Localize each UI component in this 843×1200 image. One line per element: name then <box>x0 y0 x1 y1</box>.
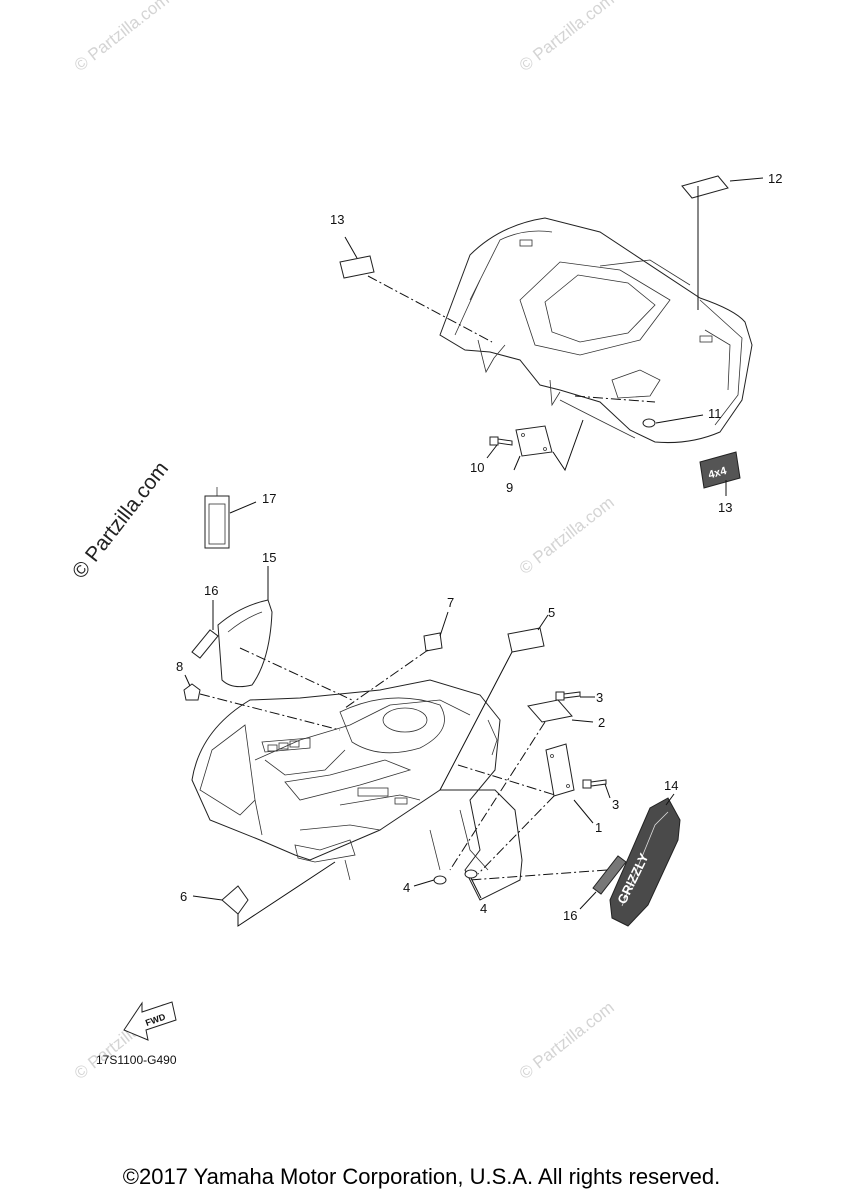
copyright-notice: ©2017 Yamaha Motor Corporation, U.S.A. A… <box>122 1164 721 1189</box>
part-12-label <box>681 175 729 199</box>
part-11-washer <box>642 418 656 428</box>
callout-3-lower: 3 <box>612 797 619 812</box>
part-4-washer-left <box>433 875 447 885</box>
watermark: © Partzilla.com <box>516 998 618 1084</box>
watermark-main: © Partzilla.com <box>68 457 173 583</box>
callout-4-left: 4 <box>403 880 410 895</box>
callout-11: 11 <box>708 406 722 421</box>
part-6-label <box>221 885 249 915</box>
callout-7: 7 <box>447 595 454 610</box>
callout-17: 17 <box>262 491 276 506</box>
callout-3-upper: 3 <box>596 690 603 705</box>
part-7-label <box>423 632 443 652</box>
callout-13-upper: 13 <box>330 212 344 227</box>
badge-text: 4x4 <box>707 465 729 482</box>
callout-16-lower: 16 <box>563 908 577 923</box>
part-16-strip-lower <box>592 855 627 895</box>
callout-1: 1 <box>595 820 602 835</box>
callout-10: 10 <box>470 460 484 475</box>
callout-15: 15 <box>262 550 276 565</box>
part-2-plate <box>527 699 573 723</box>
part-15-cover <box>217 599 273 688</box>
leader-lines <box>184 177 764 927</box>
diagram-code: 17S1100-G490 <box>96 1053 177 1067</box>
callout-12: 12 <box>768 171 782 186</box>
part-16-strip <box>191 629 219 659</box>
part-13-label-rear <box>339 255 375 279</box>
part-8-grommet <box>183 683 201 701</box>
callout-2: 2 <box>598 715 605 730</box>
part-4-washer-right <box>464 869 478 879</box>
part-17-tag <box>204 487 230 549</box>
watermark: © Partzilla.com <box>71 0 173 75</box>
part-3-bolt-upper <box>555 691 581 701</box>
callout-5: 5 <box>548 605 555 620</box>
part-5-label <box>507 627 545 653</box>
callout-16-upper: 16 <box>204 583 218 598</box>
part-10-bolt <box>489 436 513 446</box>
callout-6: 6 <box>180 889 187 904</box>
part-13-badge: 4x4 <box>699 451 741 489</box>
watermark: © Partzilla.com <box>516 493 618 579</box>
callout-4-right: 4 <box>480 901 487 916</box>
rear-fender <box>439 217 753 444</box>
part-9-plate <box>515 425 553 457</box>
part-1-panel <box>545 743 575 797</box>
front-fender <box>191 679 523 901</box>
callout-labels: 1 2 3 3 4 4 5 6 7 8 9 10 11 12 13 13 14 … <box>176 171 782 923</box>
callout-14: 14 <box>664 778 678 793</box>
watermark: © Partzilla.com <box>516 0 618 75</box>
part-3-bolt-lower <box>582 779 607 789</box>
fwd-arrow: FWD <box>123 1001 177 1041</box>
callout-9: 9 <box>506 480 513 495</box>
callout-13-lower: 13 <box>718 500 732 515</box>
callout-8: 8 <box>176 659 183 674</box>
watermarks: © Partzilla.com © Partzilla.com © Partzi… <box>68 0 618 1083</box>
